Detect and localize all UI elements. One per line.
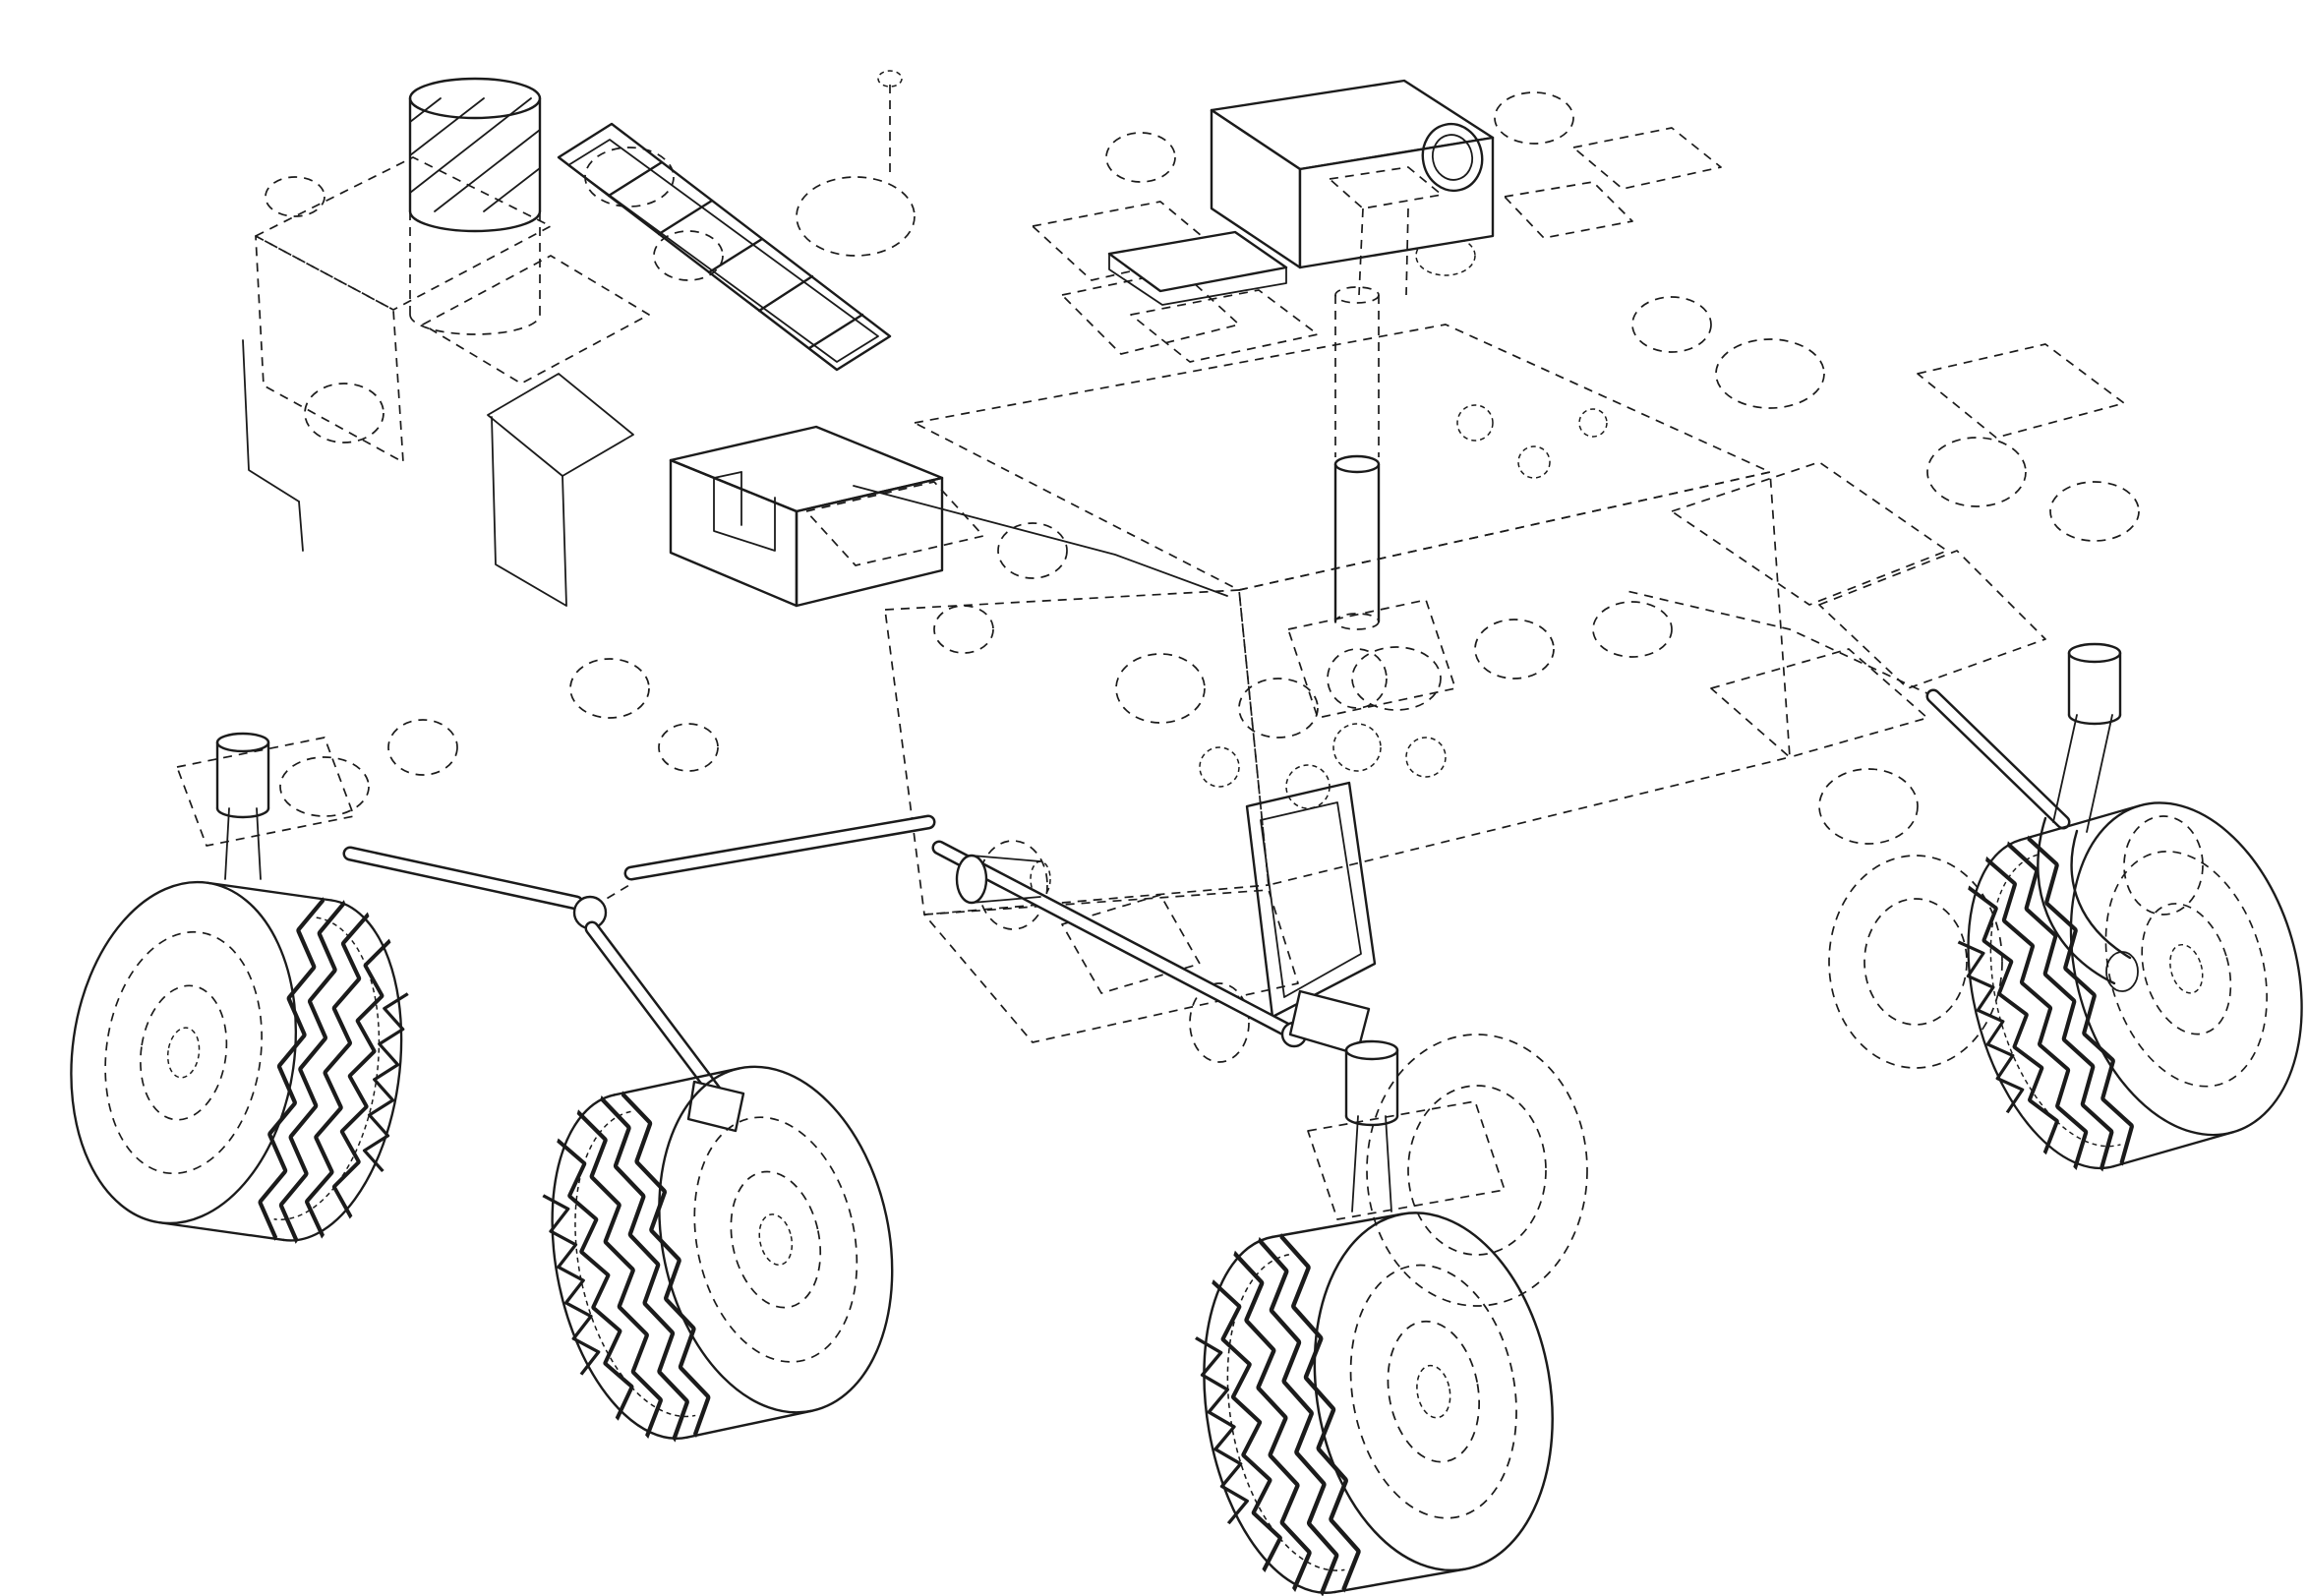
wheel-hidden-mid-right: [1366, 1034, 1588, 1307]
wheel-front-right: [1178, 1194, 1580, 1596]
suspension-left-bogie: [584, 920, 745, 1133]
striped-cylinder-component: [408, 77, 542, 335]
suspension-right-arm: [931, 840, 1371, 1056]
steering-actuator-front-left: [215, 732, 270, 880]
mast-camera-head: [1210, 79, 1495, 296]
front-panel: [1245, 781, 1377, 1019]
wheel-rear-right: [1933, 776, 2307, 1192]
steering-actuator-rear-right: [2052, 642, 2122, 833]
camera-lens: [1421, 122, 1484, 193]
wheel-hidden-rear-right: [1828, 855, 2003, 1069]
radiator-fin-panel: [557, 122, 892, 372]
steering-actuator-front-right: [1344, 1039, 1399, 1212]
suspension-left-rocker: [342, 814, 936, 930]
front-cylinder: [955, 854, 988, 905]
camera-mast: [1107, 230, 1381, 630]
wheel-front-left: [50, 867, 423, 1253]
body-solid-edges: [242, 339, 1228, 607]
suspension-rear-arm: [1925, 688, 2139, 992]
electronics-box: [669, 425, 944, 608]
dashed-chassis-details: [176, 70, 2204, 1220]
